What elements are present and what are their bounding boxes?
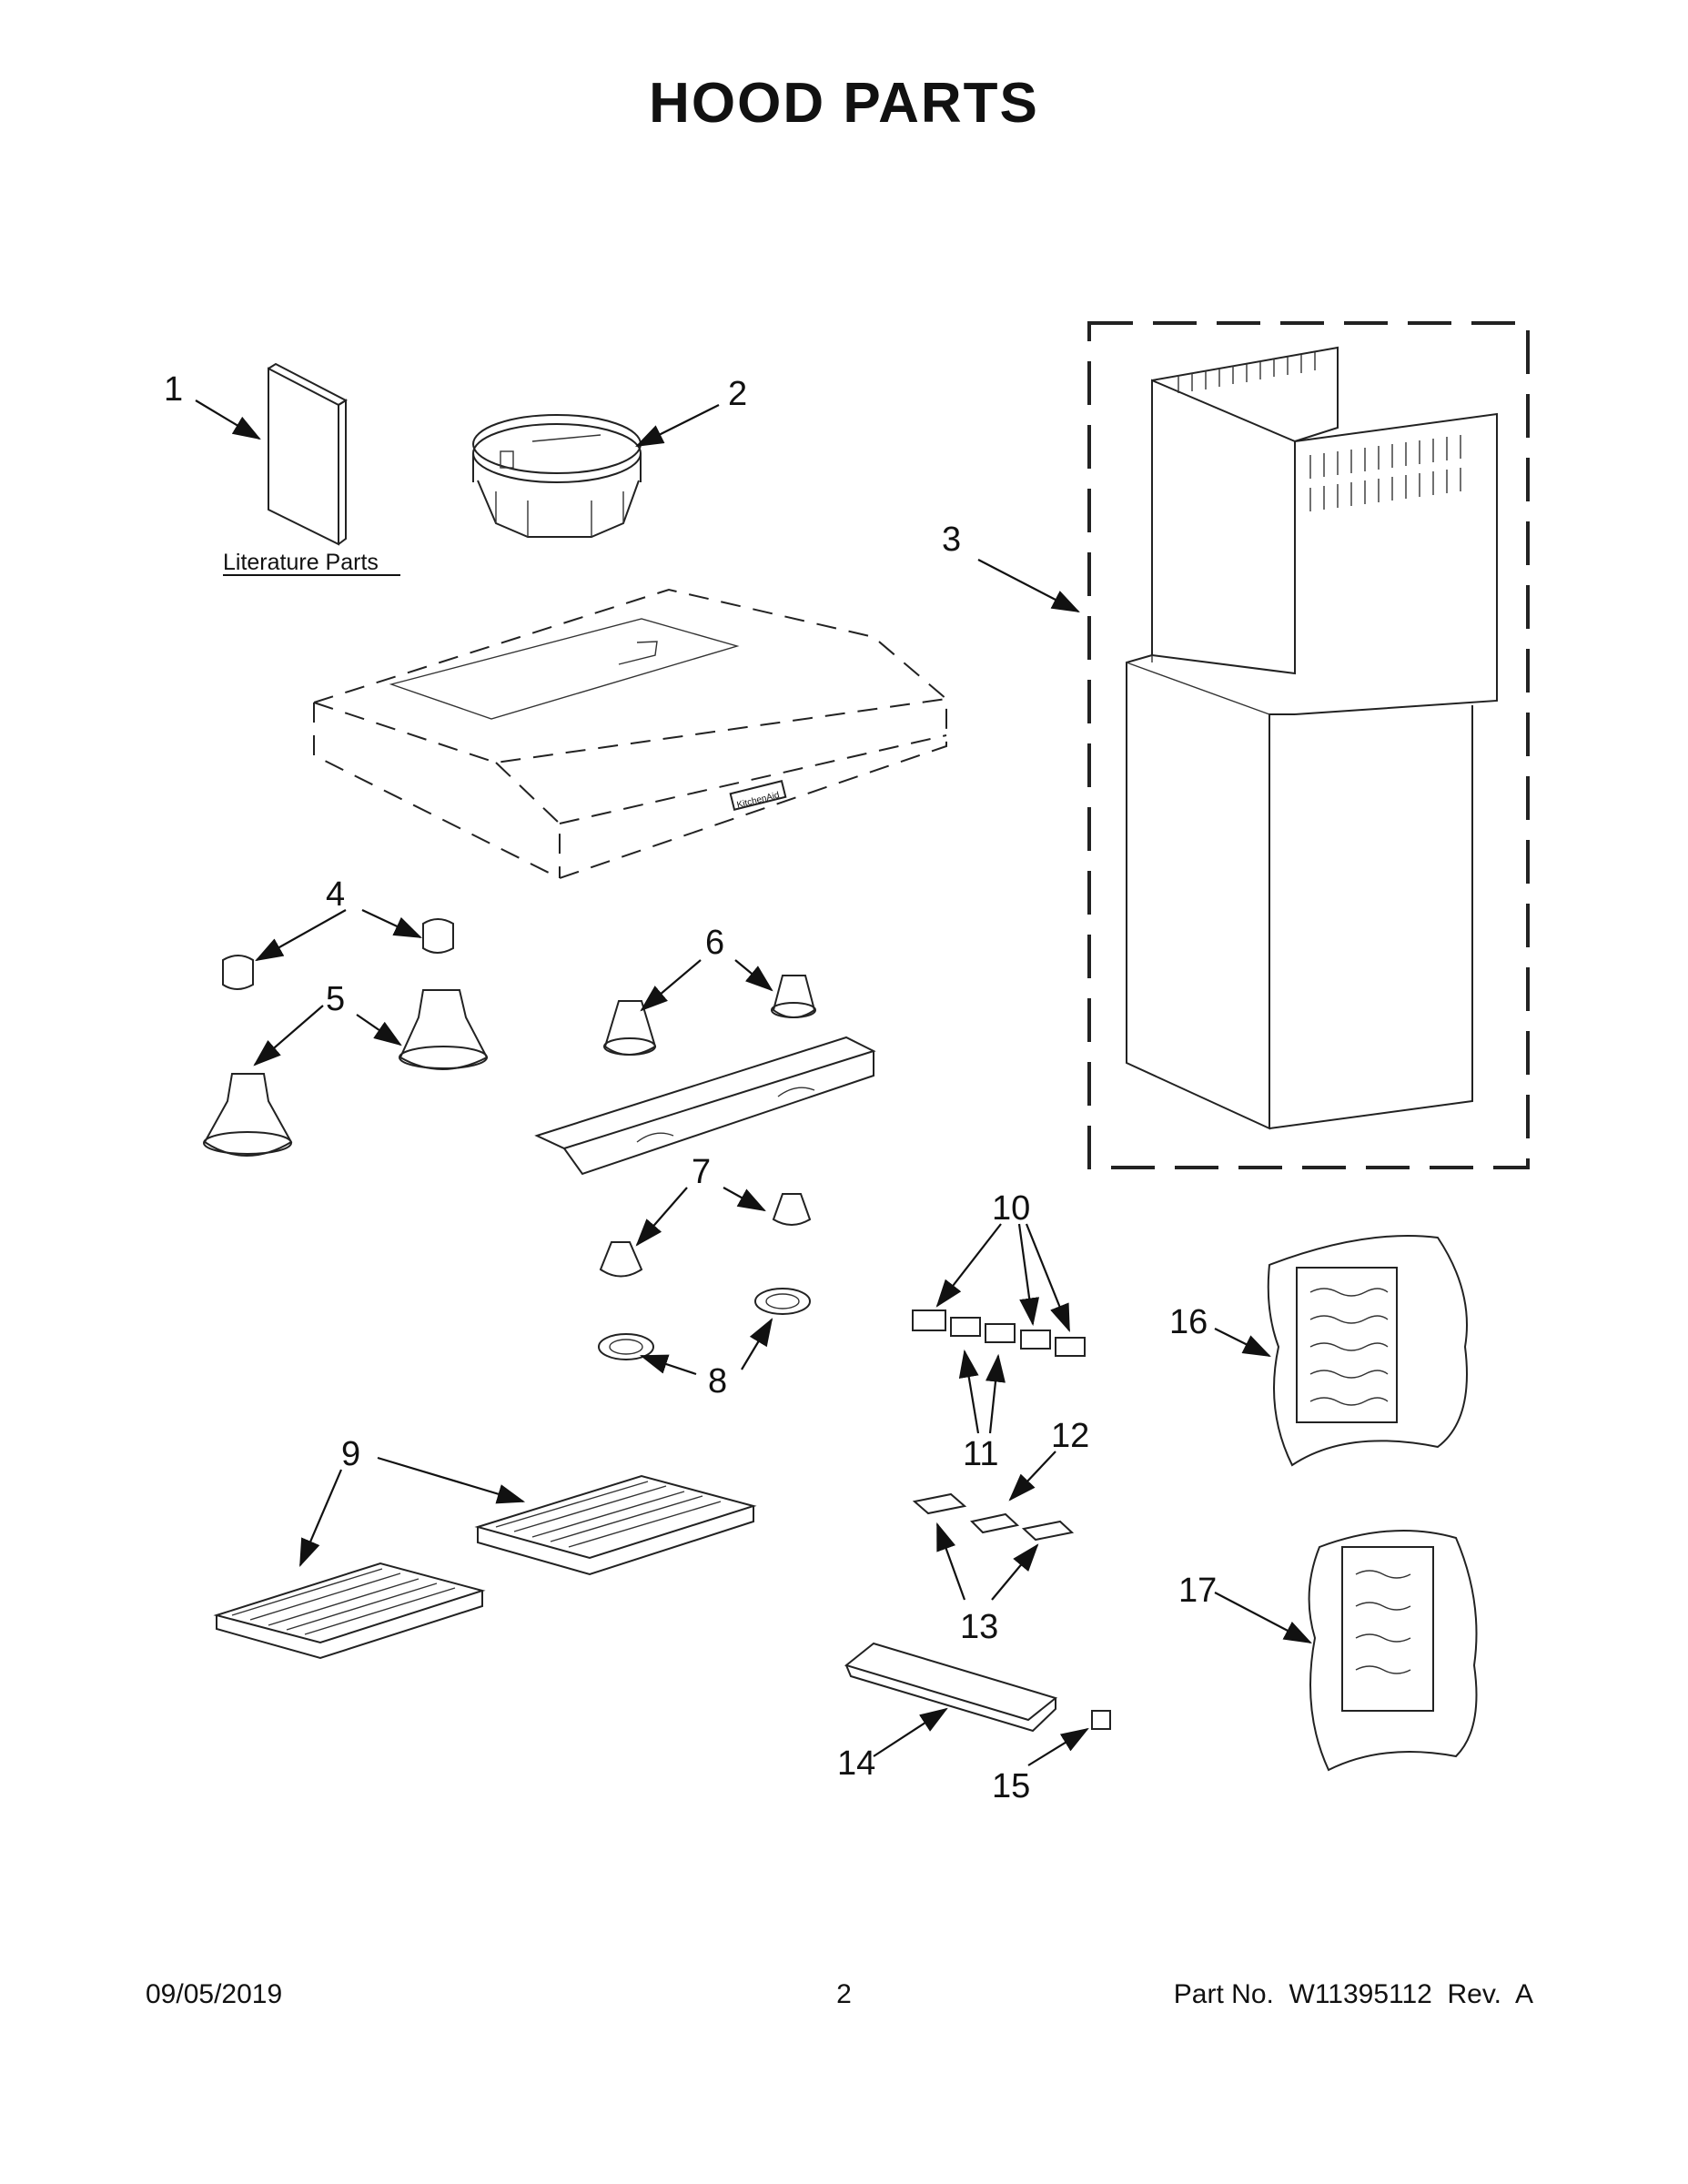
part-2-blower [472, 414, 642, 538]
part-5-flood-bulbs [203, 989, 489, 1157]
callout-2: 2 [728, 375, 747, 413]
callout-numbers: 1 2 3 4 5 6 7 8 9 10 11 12 13 14 15 16 1… [164, 370, 1217, 1805]
part-16-instruction-sheet [1267, 1235, 1468, 1467]
part-17-instruction-sheet [1308, 1530, 1478, 1772]
callout-1: 1 [164, 370, 183, 409]
page-title: HOOD PARTS [649, 72, 1039, 135]
part-6-sockets [603, 975, 816, 1056]
callout-arrows [195, 399, 1312, 1766]
part-14-control-panel [844, 1642, 1058, 1733]
part-4-bulbs [222, 918, 454, 990]
part-9-filters [213, 1474, 757, 1660]
callout-3: 3 [942, 521, 961, 559]
part-8-lenses [598, 1288, 811, 1360]
callout-8: 8 [708, 1362, 727, 1400]
footer-page-number: 2 [836, 1979, 852, 2009]
callout-6: 6 [705, 924, 724, 962]
footer-part-number: Part No. W11395112 Rev. A [1174, 1979, 1533, 2010]
callout-12: 12 [1051, 1417, 1089, 1455]
callout-14: 14 [837, 1744, 875, 1783]
part-12-13-brackets [912, 1492, 1075, 1542]
callout-5: 5 [326, 980, 345, 1018]
callout-16: 16 [1169, 1303, 1208, 1341]
literature-parts-label: Literature Parts [223, 550, 379, 575]
callout-9: 9 [341, 1435, 360, 1473]
callout-4: 4 [326, 875, 345, 914]
callout-10: 10 [992, 1189, 1030, 1228]
callout-15: 15 [992, 1767, 1030, 1805]
callout-11: 11 [963, 1435, 998, 1473]
callout-17: 17 [1178, 1572, 1217, 1610]
part-7-sockets [599, 1193, 812, 1278]
callout-13: 13 [960, 1608, 998, 1646]
callout-7: 7 [692, 1153, 711, 1191]
part-1-literature-booklet: Literature Parts [223, 362, 400, 576]
part-10-11-switches [912, 1309, 1086, 1357]
part-3-chimney [1087, 321, 1530, 1169]
hood-body: KitchenAid [313, 588, 947, 880]
footer-date: 09/05/2019 [146, 1979, 283, 2009]
footer-part-number-text: Part No. W11395112 Rev. A [1173, 1979, 1533, 2009]
part-15-connector [1091, 1710, 1111, 1730]
light-bracket [534, 1036, 876, 1176]
